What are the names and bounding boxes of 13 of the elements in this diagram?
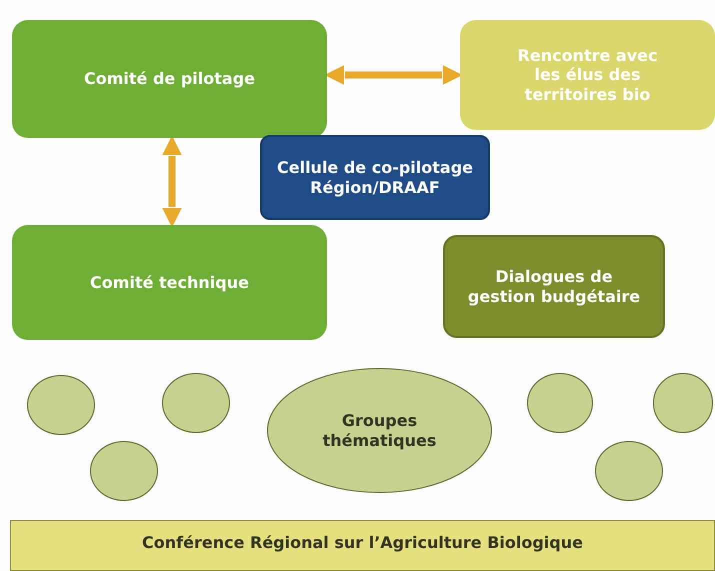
process-box [260, 135, 490, 220]
banner-bar [10, 520, 715, 571]
process-box [443, 235, 665, 338]
node-label: Rencontre avec les élus des territoires bio [516, 46, 658, 104]
process-box [460, 20, 715, 130]
node-label: Dialogues de gestion budgétaire [466, 267, 642, 306]
node-label: Cellule de co-pilotage Région/DRAAF [276, 158, 474, 197]
node-label: Comité technique [90, 272, 249, 292]
process-box [12, 225, 327, 340]
process-box [12, 20, 327, 138]
node-label: Conférence Régional sur l’Agriculture Biologique [142, 532, 583, 552]
node-label: Groupes thématiques [322, 411, 438, 450]
node-label: Comité de pilotage [84, 69, 255, 89]
